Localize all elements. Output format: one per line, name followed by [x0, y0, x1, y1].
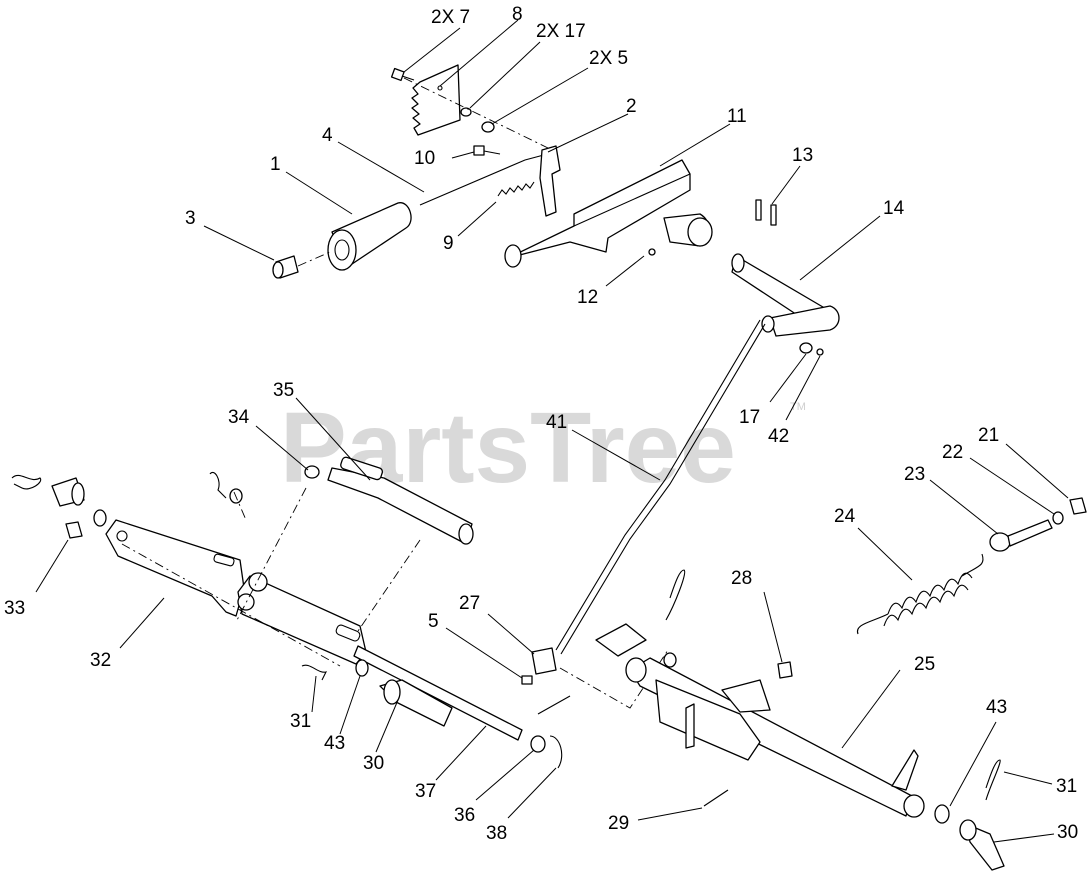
link-part-35: [327, 456, 474, 545]
hairpin-clip-left: [11, 474, 42, 490]
rod-part-41: [555, 319, 761, 651]
clip-part-42: [816, 348, 824, 356]
hairpin-clip-upper: [209, 472, 227, 499]
callout-12: 12: [577, 287, 598, 308]
callout-28: 28: [731, 568, 752, 589]
callout-43-right: 43: [986, 697, 1007, 718]
washer-part-17b: [799, 342, 813, 354]
callout-37: 37: [415, 781, 436, 802]
screw-part-5: [521, 675, 533, 685]
callout-31-right: 31: [1056, 776, 1077, 797]
washer-part-36: [530, 735, 546, 753]
callout-42: 42: [768, 426, 789, 447]
callout-34: 34: [228, 407, 250, 428]
cotter-pin: [537, 695, 571, 715]
callout-27: 27: [459, 593, 480, 614]
hairpin-clip-right-top: [665, 569, 686, 621]
sector-plate-part-8: [411, 64, 461, 136]
callout-3: 3: [185, 208, 196, 229]
callout-36: 36: [454, 805, 475, 826]
callout-25: 25: [914, 654, 935, 675]
callout-24: 24: [834, 506, 856, 527]
cotter-pin-part-29: [703, 789, 729, 807]
clevis-pin-right: [595, 623, 647, 657]
arm-lever: [237, 572, 367, 665]
callout-14: 14: [883, 198, 905, 219]
control-handle-part-11: [504, 159, 713, 268]
pin-part-12: [648, 248, 656, 256]
callout-38: 38: [486, 823, 507, 844]
callout-2x17: 2X 17: [536, 21, 586, 42]
leader-lines: [35, 19, 1069, 843]
callout-17: 17: [739, 407, 760, 428]
spring-part-24: [856, 553, 984, 635]
pin-part-13b: [770, 204, 777, 226]
nut-part-21: [1069, 497, 1087, 515]
cap-part-3: [272, 255, 299, 279]
callout-22: 22: [942, 442, 963, 463]
rod-part-4: [419, 151, 556, 206]
callout-41: 41: [546, 412, 567, 433]
trunnion-part-27: [531, 647, 557, 675]
bracket-part-32: [105, 519, 245, 617]
callout-21: 21: [978, 425, 999, 446]
nut-part-5: [481, 121, 495, 133]
callout-33: 33: [4, 598, 25, 619]
callout-35: 35: [273, 380, 294, 401]
callout-11: 11: [727, 106, 747, 127]
callout-9: 9: [443, 233, 454, 254]
washer-part-43b: [934, 804, 950, 824]
spring-part-9: [497, 181, 535, 197]
callout-5: 5: [428, 611, 439, 632]
rod-part-37: [353, 645, 523, 741]
nut-part-34: [304, 465, 320, 479]
lever-part-14: [731, 253, 840, 337]
bolt-part-10: [473, 145, 501, 156]
lever-part-25: [625, 657, 925, 818]
washer-part-22: [1052, 511, 1064, 525]
callout-4: 4: [322, 125, 333, 146]
washer-part-17: [460, 107, 472, 117]
callout-2x5: 2X 5: [589, 48, 628, 69]
knob-part-1: [327, 202, 412, 271]
callout-30-left: 30: [363, 753, 384, 774]
nut-part-28: [777, 661, 793, 679]
callout-1: 1: [270, 154, 281, 175]
bracket-part-2: [539, 145, 561, 217]
callout-8: 8: [512, 4, 523, 25]
hairpin-part-31b: [985, 759, 1001, 801]
callout-2: 2: [626, 96, 637, 117]
eyebolt-part-23: [989, 519, 1053, 552]
callout-13: 13: [792, 145, 813, 166]
washer-part-43: [355, 659, 369, 677]
callout-43-left: 43: [324, 733, 345, 754]
callout-10: 10: [414, 148, 435, 169]
hairpin-part-38: [549, 735, 563, 769]
callout-30-right: 30: [1057, 822, 1078, 843]
callout-32: 32: [90, 650, 111, 671]
bolt-part-7: [390, 67, 415, 82]
callout-23: 23: [904, 464, 925, 485]
nut-part-33: [65, 521, 83, 539]
washer-left: [93, 509, 107, 527]
pin-part-13a: [755, 199, 762, 221]
callout-2x7: 2X 7: [431, 7, 470, 28]
hairpin-part-31: [301, 664, 328, 681]
callout-29: 29: [608, 813, 629, 834]
callout-31-left: 31: [290, 711, 311, 732]
